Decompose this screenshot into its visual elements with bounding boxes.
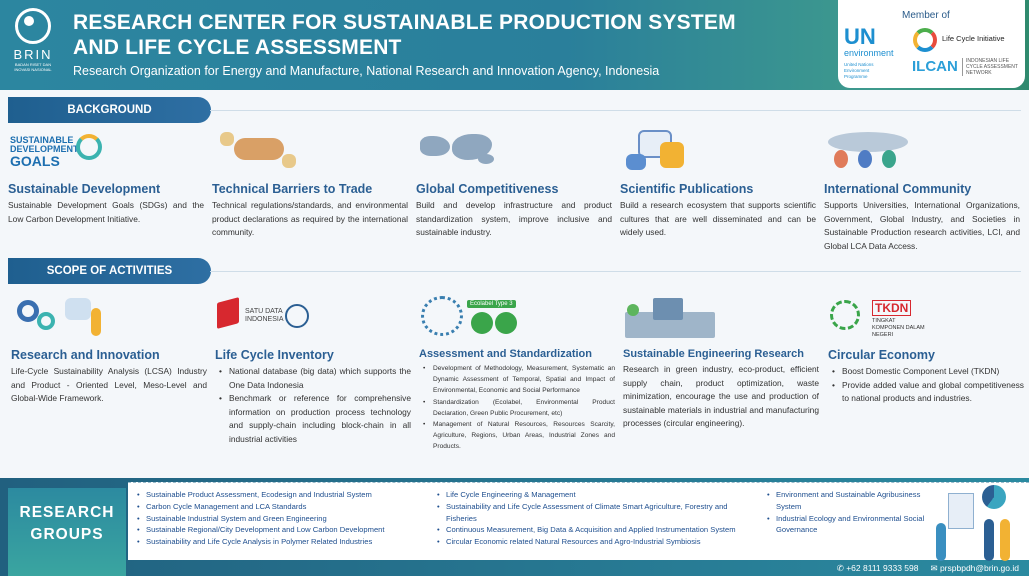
list-item: Sustainability and Life Cycle Assessment… <box>436 501 756 525</box>
card-text: Sustainable Development Goals (SDGs) and… <box>8 200 204 224</box>
list-item: National database (big data) which suppo… <box>215 365 411 392</box>
page-title: RESEARCH CENTER FOR SUSTAINABLE PRODUCTI… <box>73 10 736 60</box>
list-item: Benchmark or reference for comprehensive… <box>215 392 411 446</box>
scope-card: Research and Innovation Life-Cycle Susta… <box>11 294 207 406</box>
brin-logo-text: BRIN <box>13 47 53 62</box>
list-item: Standardization (Ecolabel, Environmental… <box>419 397 615 419</box>
ecolabel-badge: Ecolabel Type 3 <box>467 300 516 308</box>
card-text: Build a research ecosystem that supports… <box>620 200 816 237</box>
ilcan-sub: INDONESIAN LIFE CYCLE ASSESSMENT NETWORK <box>962 58 1022 76</box>
background-card: Scientific Publications Build a research… <box>620 128 816 240</box>
list-item: Life Cycle Engineering & Management <box>436 489 756 501</box>
un-env-label: environment <box>844 48 894 58</box>
list-item: Sustainability and Life Cycle Analysis i… <box>136 536 436 548</box>
ecolabel-icon: Ecolabel Type 3 <box>419 294 615 344</box>
tkdn-logo: TKDN TINGKAT KOMPONEN DALAM NEGERI <box>828 294 1024 344</box>
brin-logo-sub: BADAN RISET DAN INOVASI NASIONAL <box>14 62 52 72</box>
card-title: Life Cycle Inventory <box>215 348 334 362</box>
research-groups-panel: Sustainable Product Assessment, Ecodesig… <box>128 482 1029 561</box>
label-line-1: RESEARCH <box>19 504 115 521</box>
research-groups-col-1: Sustainable Product Assessment, Ecodesig… <box>136 489 436 548</box>
handshake-icon <box>212 128 408 178</box>
background-card: Global Competitiveness Build and develop… <box>416 128 612 240</box>
phone-number: +62 8111 9333 598 <box>846 563 919 573</box>
email-contact[interactable]: ✉ prspbpdh@brin.go.id <box>930 563 1019 574</box>
ilcan-logo: ILCAN <box>912 58 958 75</box>
research-groups-col-3: Environment and Sustainable Agribusiness… <box>766 489 926 536</box>
scope-section-label: SCOPE OF ACTIVITIES <box>8 258 211 284</box>
contact-info: ✆ +62 8111 9333 598 ✉ prspbpdh@brin.go.i… <box>837 563 1019 574</box>
list-item: Development of Methodology, Measurement,… <box>419 363 615 397</box>
card-text: Technical regulations/standards, and env… <box>212 200 408 237</box>
satu-data-text: SATU DATA INDONESIA <box>245 308 284 323</box>
list-item: Provide added value and global competiti… <box>828 379 1024 406</box>
list-item: Sustainable Product Assessment, Ecodesig… <box>136 489 436 501</box>
unep-label: United Nations Environment Programme <box>844 62 874 79</box>
card-text: Build and develop infrastructure and pro… <box>416 200 612 237</box>
list-item: Sustainable Regional/City Development an… <box>136 524 436 536</box>
card-title: International Community <box>824 182 972 196</box>
list-item: Industrial Ecology and Environmental Soc… <box>766 513 926 537</box>
satu-data-indonesia-logo: SATU DATA INDONESIA <box>215 294 411 344</box>
brin-logo: BRIN BADAN RISET DAN INOVASI NASIONAL <box>8 8 58 72</box>
list-item: Environment and Sustainable Agribusiness… <box>766 489 926 513</box>
research-groups-col-2: Life Cycle Engineering & Management Sust… <box>436 489 756 548</box>
header: BRIN BADAN RISET DAN INOVASI NASIONAL RE… <box>0 0 1029 90</box>
list-item: Circular Economic related Natural Resour… <box>436 536 756 548</box>
card-text: Supports Universities, International Org… <box>824 200 1020 251</box>
member-logos: Member of UN environment United Nations … <box>838 0 1025 88</box>
list-item: Sustainable Industrial System and Green … <box>136 513 436 525</box>
card-title: Circular Economy <box>828 348 935 362</box>
card-title: Assessment and Standardization <box>419 348 592 360</box>
research-gears-icon <box>11 294 207 344</box>
list-item: Carbon Cycle Management and LCA Standard… <box>136 501 436 513</box>
scope-card: TKDN TINGKAT KOMPONEN DALAM NEGERI Circu… <box>828 294 1024 406</box>
member-of-label: Member of <box>902 10 950 21</box>
list-item: Management of Natural Resources, Resourc… <box>419 419 615 453</box>
title-line-1: RESEARCH CENTER FOR SUSTAINABLE PRODUCTI… <box>73 11 736 34</box>
green-industry-icon <box>623 294 819 344</box>
card-title: Scientific Publications <box>620 182 754 196</box>
phone-icon: ✆ <box>836 563 847 573</box>
brin-logo-icon <box>15 8 51 44</box>
background-card: Technical Barriers to Trade Technical re… <box>212 128 408 240</box>
world-map-icon <box>416 128 612 178</box>
list-item: Continuous Measurement, Big Data & Acqui… <box>436 524 756 536</box>
publications-icon <box>620 128 816 178</box>
title-line-2: AND LIFE CYCLE ASSESSMENT <box>73 36 402 59</box>
card-title: Global Competitiveness <box>416 182 559 196</box>
divider <box>210 110 1021 111</box>
card-text: Life-Cycle Sustainability Analysis (LCSA… <box>11 366 207 403</box>
un-logo: UN <box>844 24 876 49</box>
list-item: Boost Domestic Component Level (TKDN) <box>828 365 1024 379</box>
scope-card: Ecolabel Type 3 Assessment and Standardi… <box>419 294 615 453</box>
life-cycle-initiative-icon <box>913 28 937 52</box>
email-address: prspbpdh@brin.go.id <box>939 563 1019 573</box>
card-text: Research in green industry, eco-product,… <box>623 364 819 428</box>
team-illustration-icon <box>928 483 1024 561</box>
community-icon <box>824 128 1020 178</box>
scope-card: SATU DATA INDONESIA Life Cycle Inventory… <box>215 294 411 446</box>
scope-card: Sustainable Engineering Research Researc… <box>623 294 819 431</box>
card-title: Sustainable Development <box>8 182 161 196</box>
phone-contact[interactable]: ✆ +62 8111 9333 598 <box>837 563 919 574</box>
label-line-2: GROUPS <box>30 526 104 543</box>
tkdn-text: TKDN <box>872 300 912 316</box>
lci-label: Life Cycle Initiative <box>942 34 1005 43</box>
research-groups-section: Sustainable Product Assessment, Ecodesig… <box>0 478 1029 576</box>
card-title: Sustainable Engineering Research <box>623 348 804 360</box>
card-title: Technical Barriers to Trade <box>212 182 373 196</box>
research-groups-label: RESEARCH GROUPS <box>8 488 126 576</box>
email-icon: ✉ <box>930 563 940 573</box>
card-title: Research and Innovation <box>11 348 160 362</box>
tkdn-sub: TINGKAT KOMPONEN DALAM NEGERI <box>872 318 925 338</box>
divider <box>210 271 1021 272</box>
page-subtitle: Research Organization for Energy and Man… <box>73 64 660 78</box>
background-section-label: BACKGROUND <box>8 97 211 123</box>
background-card: International Community Supports Univers… <box>824 128 1020 253</box>
